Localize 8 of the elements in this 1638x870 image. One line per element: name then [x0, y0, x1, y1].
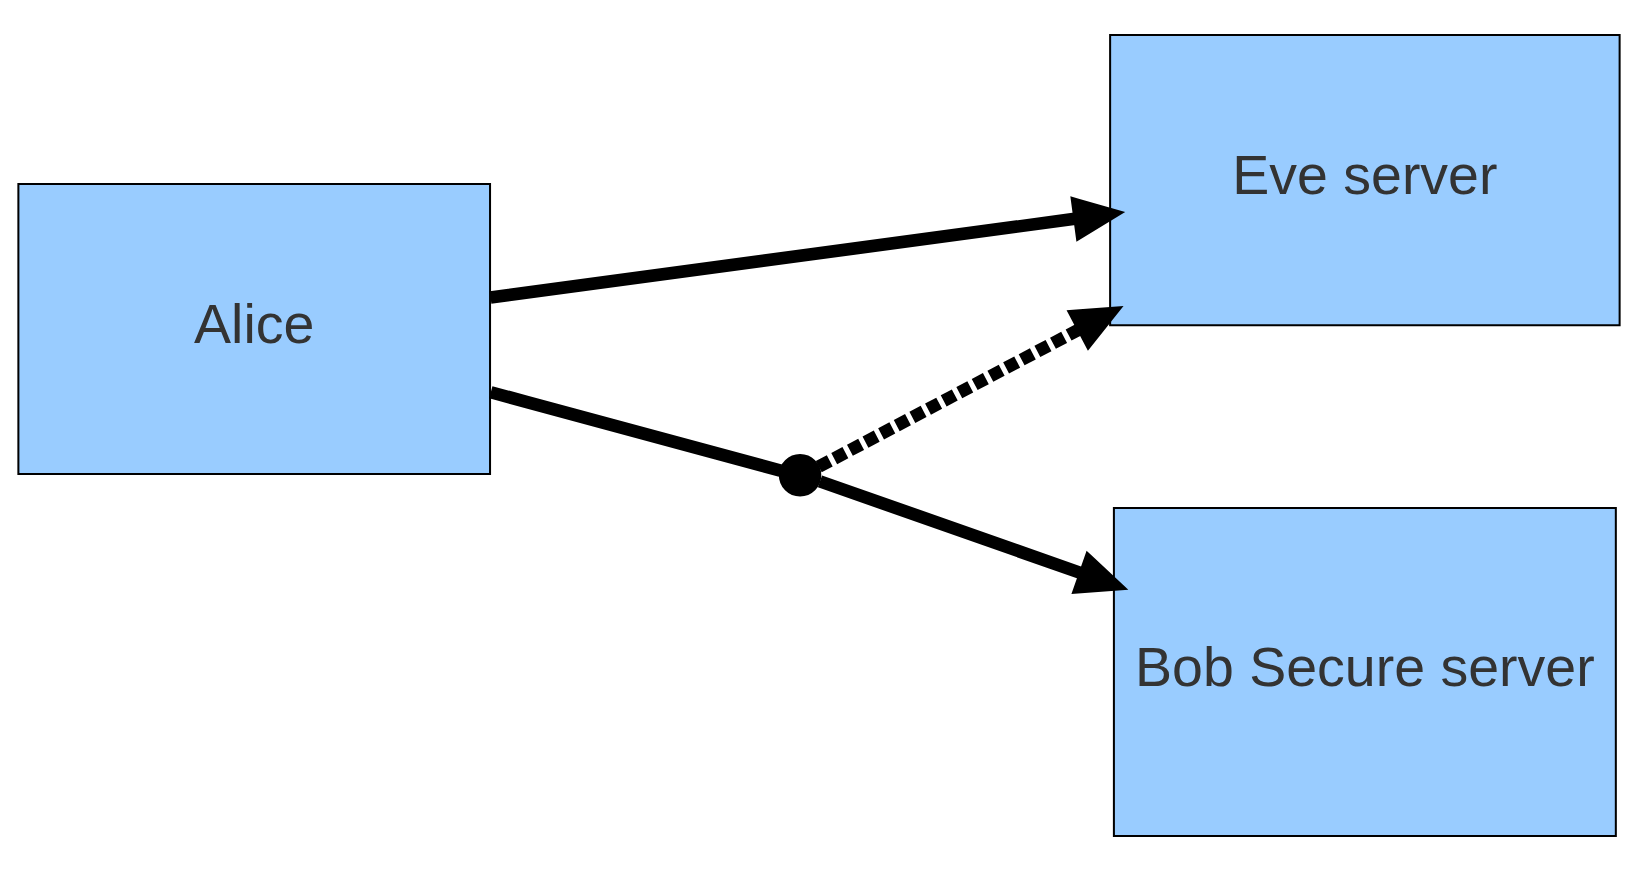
- connector: [489, 385, 783, 477]
- node-circle: [778, 453, 822, 496]
- node-box: Alice: [17, 182, 492, 475]
- arrow: [817, 474, 1129, 594]
- arrow: [489, 195, 1126, 304]
- node-box: Eve server: [1109, 33, 1621, 326]
- arrow: [815, 305, 1124, 472]
- node-box: Bob Secure server: [1112, 506, 1617, 837]
